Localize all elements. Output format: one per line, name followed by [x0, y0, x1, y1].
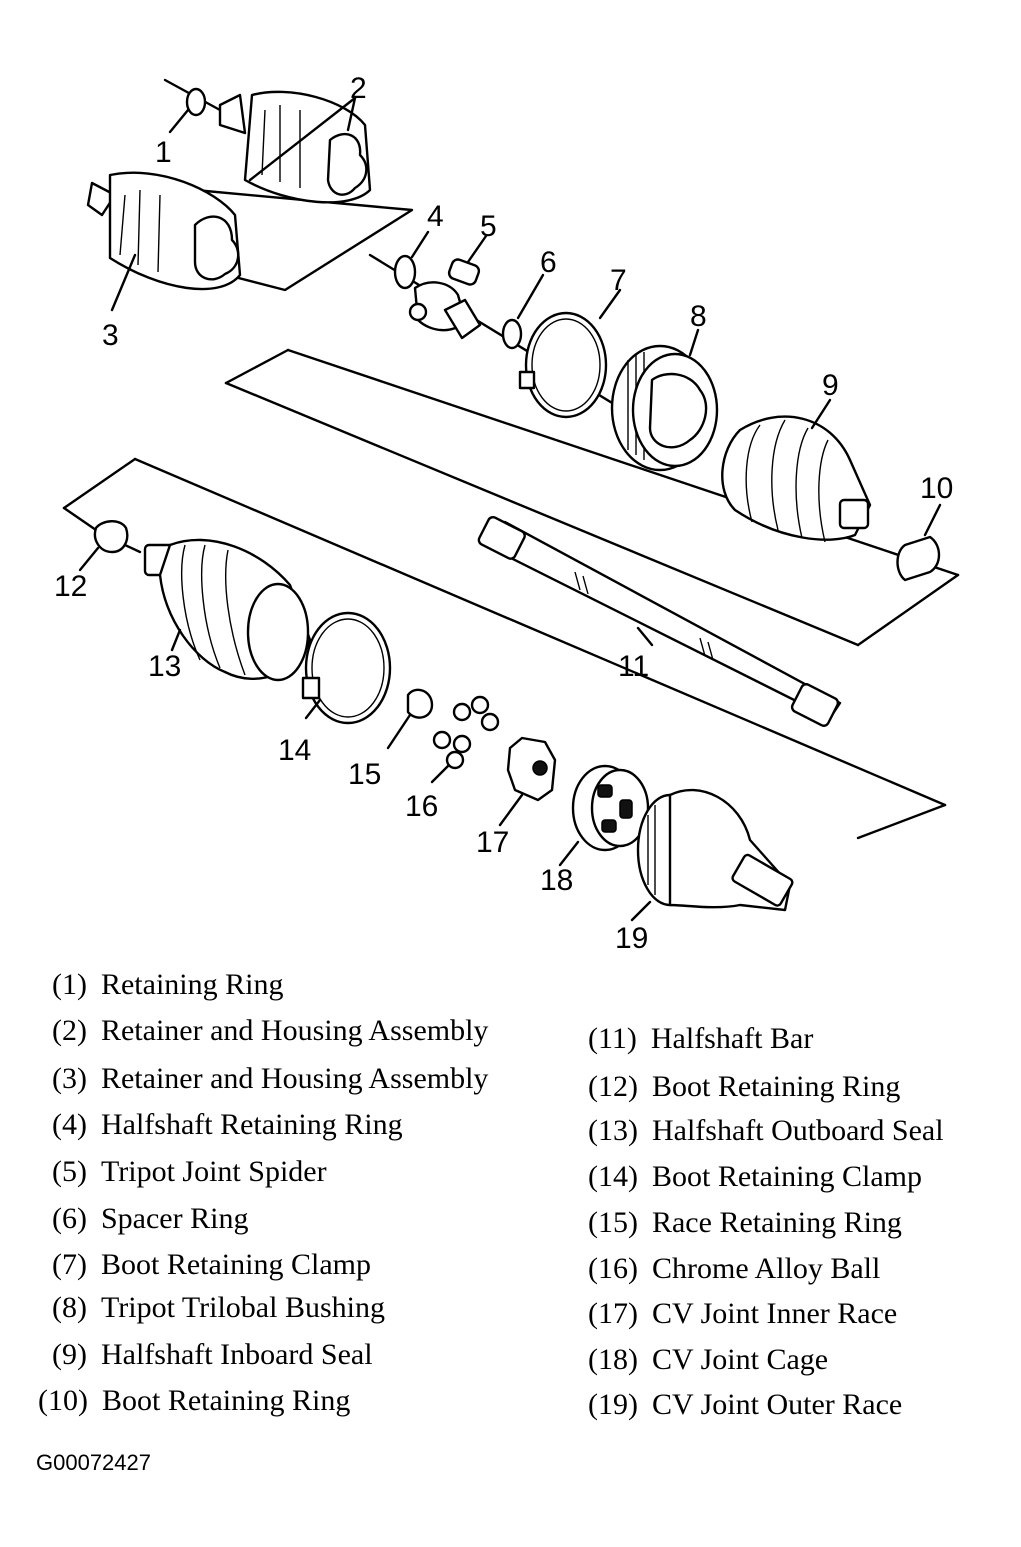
legend-label: CV Joint Cage: [651, 1343, 829, 1376]
callout-13: 13: [148, 650, 181, 683]
legend-item: (9) Halfshaft Inboard Seal: [52, 1338, 373, 1372]
part-2-housing-assembly: [218, 90, 372, 204]
part-19-cv-joint-outer-race: [630, 788, 794, 922]
legend-item: (15) Race Retaining Ring: [588, 1206, 902, 1240]
legend-item: (14) Boot Retaining Clamp: [588, 1160, 922, 1194]
legend-label: CV Joint Inner Race: [651, 1297, 898, 1330]
legend-item: (12) Boot Retaining Ring: [588, 1070, 900, 1104]
legend-number: (16): [588, 1252, 638, 1285]
legend-label: Halfshaft Bar: [650, 1022, 814, 1055]
legend-item: (19) CV Joint Outer Race: [588, 1388, 902, 1422]
legend-item: (7) Boot Retaining Clamp: [52, 1248, 371, 1282]
legend-label: Boot Retaining Clamp: [651, 1160, 922, 1193]
part-17-cv-joint-inner-race: [498, 736, 557, 827]
legend-item: (4) Halfshaft Retaining Ring: [52, 1108, 403, 1142]
legend-number: (6): [52, 1202, 87, 1235]
legend-number: (5): [52, 1155, 87, 1188]
legend-number: (1): [52, 968, 87, 1001]
callout-9: 9: [822, 369, 839, 402]
part-4-halfshaft-retaining-ring: [393, 230, 430, 290]
part-18-cv-joint-cage: [558, 764, 650, 867]
legend-item: (1) Retaining Ring: [52, 968, 283, 1002]
callout-15: 15: [348, 758, 381, 791]
callout-labels: 1 2 3 4 5 6 7 8 9 10 11 12 13 14 15 16 1…: [54, 72, 953, 955]
legend-number: (11): [588, 1022, 637, 1055]
part-13-halfshaft-outboard-seal: [143, 538, 312, 682]
legend-item: (18) CV Joint Cage: [588, 1343, 828, 1377]
legend-number: (9): [52, 1338, 87, 1371]
legend-item: (17) CV Joint Inner Race: [588, 1297, 897, 1331]
callout-1: 1: [155, 136, 172, 169]
legend-label: CV Joint Outer Race: [651, 1388, 903, 1421]
legend-label: Boot Retaining Ring: [651, 1070, 901, 1103]
legend-number: (12): [588, 1070, 638, 1103]
legend-number: (10): [38, 1384, 88, 1417]
legend-item: (3) Retainer and Housing Assembly: [52, 1062, 488, 1096]
legend-label: Tripot Joint Spider: [100, 1155, 327, 1188]
part-16-chrome-alloy-balls: [430, 695, 500, 784]
callout-11: 11: [618, 650, 649, 683]
legend-number: (4): [52, 1108, 87, 1141]
legend-label: Boot Retaining Clamp: [100, 1248, 371, 1281]
legend-item: (10) Boot Retaining Ring: [38, 1384, 350, 1418]
callout-14: 14: [278, 734, 311, 767]
callout-5: 5: [480, 210, 497, 243]
callout-10: 10: [920, 472, 953, 505]
legend-label: Spacer Ring: [100, 1202, 249, 1235]
legend-number: (18): [588, 1343, 638, 1376]
guide-lines: [62, 78, 960, 840]
part-12-boot-retaining-ring: [78, 520, 129, 572]
legend-label: Retaining Ring: [100, 968, 284, 1001]
callout-6: 6: [540, 246, 557, 279]
part-5-tripot-joint-spider: [408, 234, 488, 340]
part-1-retaining-ring: [168, 87, 207, 134]
legend-item: (2) Retainer and Housing Assembly: [52, 1014, 488, 1048]
legend-item: (16) Chrome Alloy Ball: [588, 1252, 880, 1286]
legend-label: Tripot Trilobal Bushing: [100, 1291, 385, 1324]
legend-number: (7): [52, 1248, 87, 1281]
exploded-halfshaft-diagram: 1 2 3 4 5 6 7 8 9 10 11 12 13 14 15 16 1…: [54, 72, 960, 955]
legend-item: (5) Tripot Joint Spider: [52, 1155, 327, 1189]
legend-item: (11) Halfshaft Bar: [588, 1022, 813, 1056]
part-15-race-retaining-ring: [386, 688, 434, 750]
callout-16: 16: [405, 790, 438, 823]
part-8-tripot-trilobal-bushing: [610, 328, 719, 472]
legend-number: (17): [588, 1297, 638, 1330]
part-10-boot-retaining-ring: [896, 503, 942, 582]
callout-3: 3: [102, 319, 119, 352]
legend-label: Halfshaft Retaining Ring: [100, 1108, 403, 1141]
callout-19: 19: [615, 922, 648, 955]
legend-label: Boot Retaining Ring: [101, 1384, 351, 1417]
callout-7: 7: [610, 264, 627, 297]
figure-id: G00072427: [36, 1450, 151, 1475]
callout-2: 2: [350, 72, 367, 105]
legend-label: Halfshaft Inboard Seal: [100, 1338, 373, 1371]
legend-label: Retainer and Housing Assembly: [100, 1062, 489, 1095]
part-3-housing-assembly: [86, 171, 242, 312]
part-14-boot-retaining-clamp: [301, 611, 392, 725]
callout-18: 18: [540, 864, 573, 897]
part-11-halfshaft-bar: [477, 515, 842, 727]
legend-label: Race Retaining Ring: [651, 1206, 902, 1239]
part-7-boot-retaining-clamp: [518, 288, 622, 419]
legend-item: (6) Spacer Ring: [52, 1202, 248, 1236]
legend-number: (8): [52, 1291, 87, 1324]
legend-item: (8) Tripot Trilobal Bushing: [52, 1291, 385, 1325]
legend-label: Chrome Alloy Ball: [651, 1252, 881, 1285]
legend-item: (13) Halfshaft Outboard Seal: [588, 1114, 944, 1148]
legend-number: (19): [588, 1388, 638, 1421]
legend-number: (2): [52, 1014, 87, 1047]
callout-4: 4: [427, 200, 444, 233]
part-6-spacer-ring: [501, 273, 545, 350]
legend-number: (13): [588, 1114, 638, 1147]
legend-number: (14): [588, 1160, 638, 1193]
legend-number: (15): [588, 1206, 638, 1239]
callout-12: 12: [54, 570, 87, 603]
callout-17: 17: [476, 826, 509, 859]
legend-label: Retainer and Housing Assembly: [100, 1014, 489, 1047]
legend-number: (3): [52, 1062, 87, 1095]
part-9-halfshaft-inboard-seal: [721, 398, 872, 543]
legend-label: Halfshaft Outboard Seal: [651, 1114, 944, 1147]
callout-8: 8: [690, 300, 707, 333]
